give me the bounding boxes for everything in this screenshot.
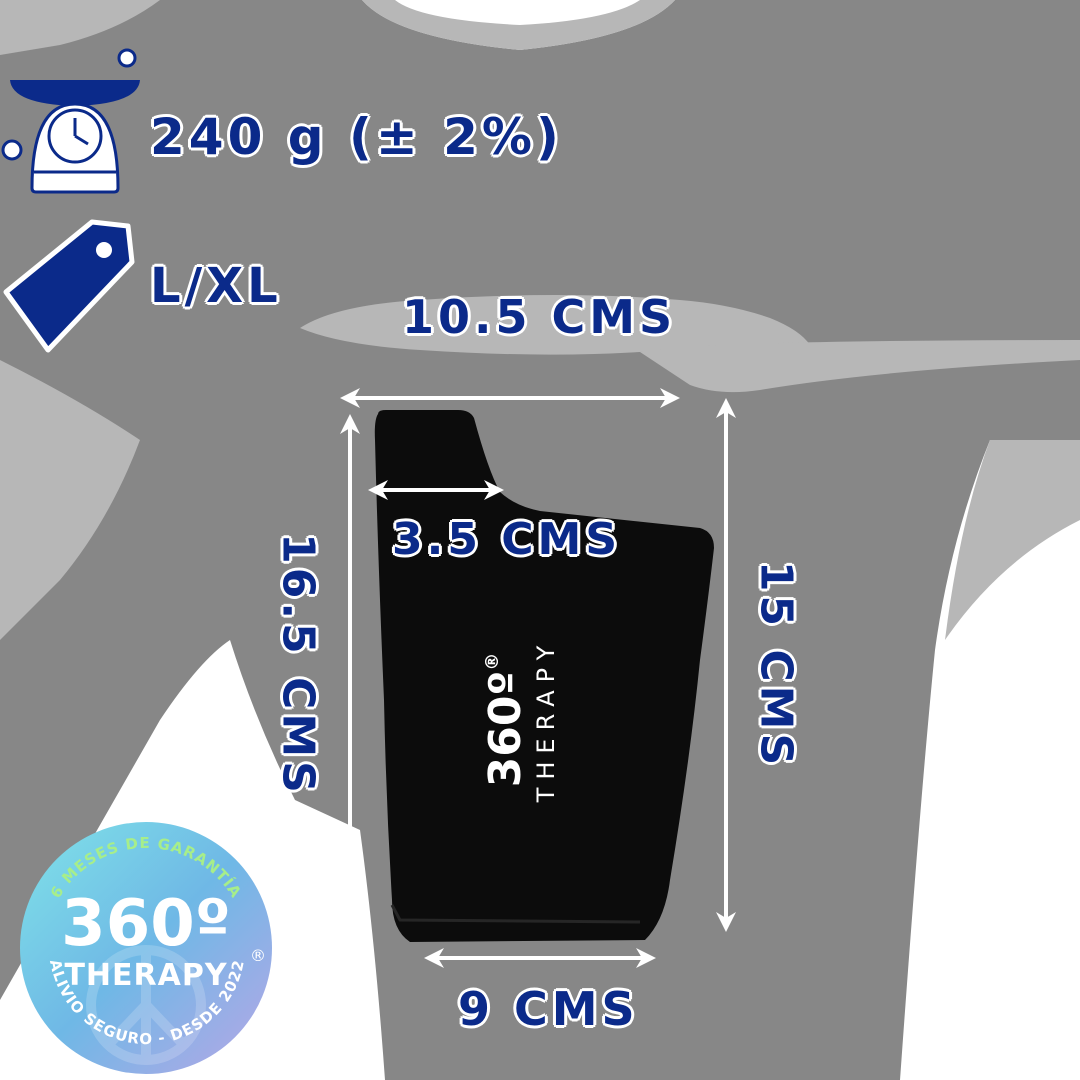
arm-highlight bbox=[300, 295, 810, 355]
price-tag-icon bbox=[3, 219, 135, 353]
left-height-label: 16.5 CMS bbox=[272, 533, 324, 797]
product-pad-seam bbox=[390, 904, 641, 924]
badge-circle bbox=[20, 822, 272, 1074]
warranty-badge-graphic: 6 MESES DE GARANTÍA ALIVIO SEGURO - DESD… bbox=[20, 822, 272, 1074]
product-logo-number-text: 360º bbox=[480, 670, 531, 788]
product-logo-word: THERAPY bbox=[532, 637, 560, 803]
badge-registered-mark: ® bbox=[250, 946, 266, 965]
top-width-label: 10.5 CMS bbox=[402, 290, 677, 344]
product-registered-mark: ® bbox=[482, 652, 503, 671]
badge-number: 360º bbox=[61, 887, 231, 961]
weight-label: 240 g (± 2%) bbox=[150, 108, 563, 166]
size-label: L/XL bbox=[150, 258, 282, 314]
warranty-badge: 6 MESES DE GARANTÍA ALIVIO SEGURO - DESD… bbox=[18, 820, 274, 1076]
peace-symbol-watermark bbox=[86, 945, 206, 1065]
product-pad bbox=[374, 410, 714, 942]
product-logo-number: 360º® bbox=[480, 638, 531, 803]
bottom-width-label: 9 CMS bbox=[458, 982, 639, 1036]
neck-width-label: 3.5 CMS bbox=[392, 514, 622, 565]
shoulder-left-highlight bbox=[0, 0, 160, 55]
dimension-arrows bbox=[340, 388, 736, 968]
forearm-highlight bbox=[640, 340, 1080, 393]
side-left-highlight bbox=[0, 360, 140, 640]
right-height-label: 15 CMS bbox=[750, 560, 802, 770]
scale-icon bbox=[1, 48, 140, 194]
badge-word: THERAPY bbox=[64, 958, 228, 993]
product-logo: 360º® THERAPY bbox=[480, 637, 560, 803]
side-right-highlight bbox=[945, 440, 1080, 640]
neck-highlight bbox=[362, 0, 675, 50]
